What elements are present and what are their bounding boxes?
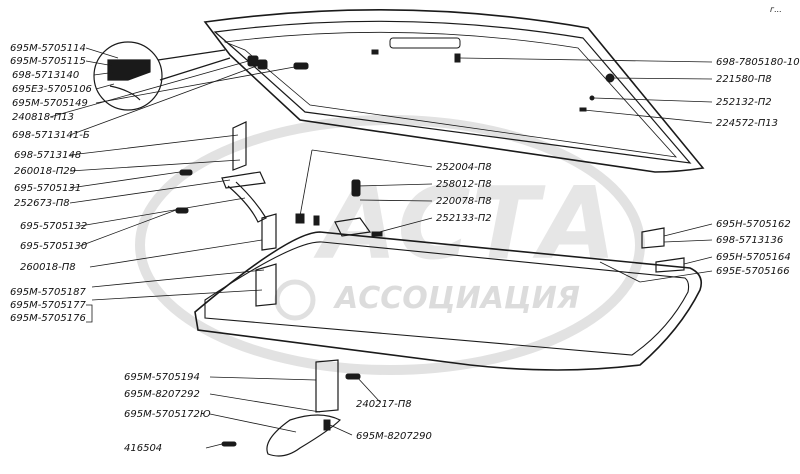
- label-left: 695М-5705176: [10, 313, 86, 324]
- label-left: 260018-П8: [20, 262, 76, 273]
- label-left: 240818-П13: [12, 112, 75, 123]
- label-bottom: 695М-5705172Ю: [124, 409, 211, 420]
- label-left: 695-5705130: [20, 241, 88, 252]
- label-center: 220078-П8: [436, 196, 492, 207]
- label-center: 258012-П8: [436, 179, 492, 190]
- label-left: 695М-5705187: [10, 287, 86, 298]
- label-left: 695М-5705114: [10, 43, 86, 54]
- label-right: 695Н-5705164: [716, 252, 791, 263]
- leader-lines: [49, 47, 713, 449]
- label-right: 695Е-5705166: [716, 266, 790, 277]
- label-center: 252004-П8: [436, 162, 492, 173]
- label-bottom: 695М-8207290: [356, 431, 432, 442]
- label-left: 698-5713140: [12, 70, 80, 81]
- label-left: 698-5713141-Б: [12, 130, 90, 141]
- label-center: 240217-П8: [356, 399, 412, 410]
- watermark: АСТА АССОЦИАЦИЯ: [135, 115, 645, 375]
- label-left: 695-5705131: [14, 183, 82, 194]
- label-right: 698-5713136: [716, 235, 784, 246]
- label-bottom: 695М-8207292: [124, 389, 200, 400]
- label-bottom: 416504: [124, 443, 163, 454]
- label-left: 695М-5705177: [10, 300, 86, 311]
- corner-mark: г...: [770, 5, 782, 14]
- detail-inset: [93, 41, 231, 111]
- inner-frame: [194, 231, 703, 371]
- outer-frame: [203, 9, 705, 173]
- label-right: 252132-П2: [716, 97, 772, 108]
- label-left: 695М-5705149: [12, 98, 88, 109]
- watermark-subtitle: АССОЦИАЦИЯ: [333, 281, 580, 316]
- label-left: 695М-5705115: [10, 56, 86, 67]
- label-left: 695-5705132: [20, 221, 88, 232]
- label-right: 224572-П13: [716, 118, 779, 129]
- label-right: 221580-П8: [716, 74, 772, 85]
- label-left: 252673-П8: [14, 198, 70, 209]
- label-bottom: 695М-5705194: [124, 372, 200, 383]
- label-left: 260018-П29: [14, 166, 77, 177]
- label-right: 698-7805180-10: [716, 57, 800, 68]
- label-center: 252133-П2: [436, 213, 492, 224]
- label-left: 695Е3-5705106: [12, 84, 92, 95]
- label-right: 695Н-5705162: [716, 219, 791, 230]
- hinges: [221, 121, 685, 457]
- label-left: 698-5713148: [14, 150, 82, 161]
